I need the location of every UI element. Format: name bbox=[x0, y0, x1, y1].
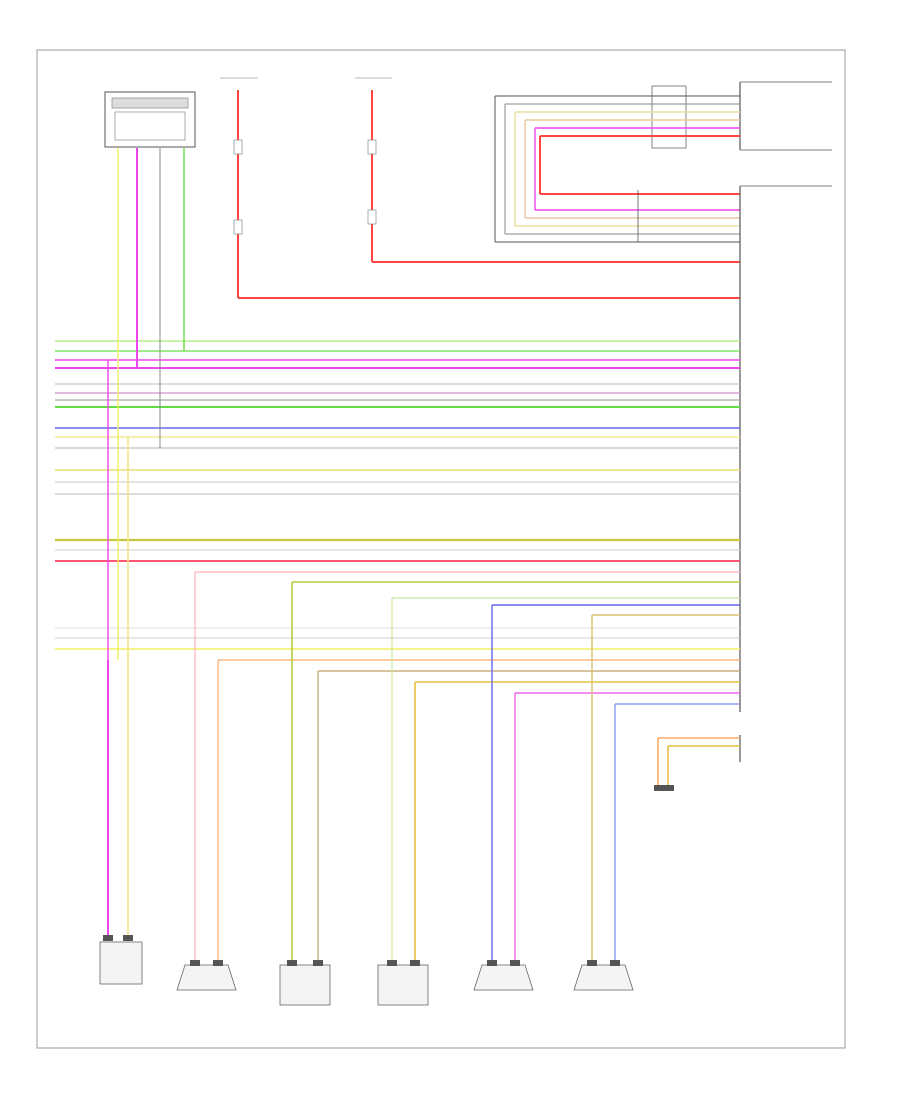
fuse-feed-1 bbox=[220, 77, 258, 298]
speaker-feed-wires bbox=[195, 571, 740, 705]
speaker-vertical-wires bbox=[194, 572, 616, 965]
bottom-component-6 bbox=[573, 960, 634, 991]
bottom-component-2 bbox=[176, 960, 237, 991]
bottom-component-3 bbox=[279, 960, 331, 1006]
bottom-component-4 bbox=[377, 960, 429, 1006]
diagram-border bbox=[36, 49, 846, 1049]
bottom-right-small-connector bbox=[654, 737, 740, 791]
left-vertical-wires bbox=[107, 148, 185, 935]
top-left-component bbox=[104, 91, 196, 148]
bottom-component-5 bbox=[473, 960, 534, 991]
bus-wires bbox=[55, 340, 740, 650]
bottom-component-1 bbox=[99, 935, 143, 985]
top-right-wiring bbox=[494, 95, 740, 243]
fuse-feed-2 bbox=[355, 77, 392, 262]
right-main-connector bbox=[739, 185, 832, 762]
top-right-component bbox=[651, 81, 832, 151]
